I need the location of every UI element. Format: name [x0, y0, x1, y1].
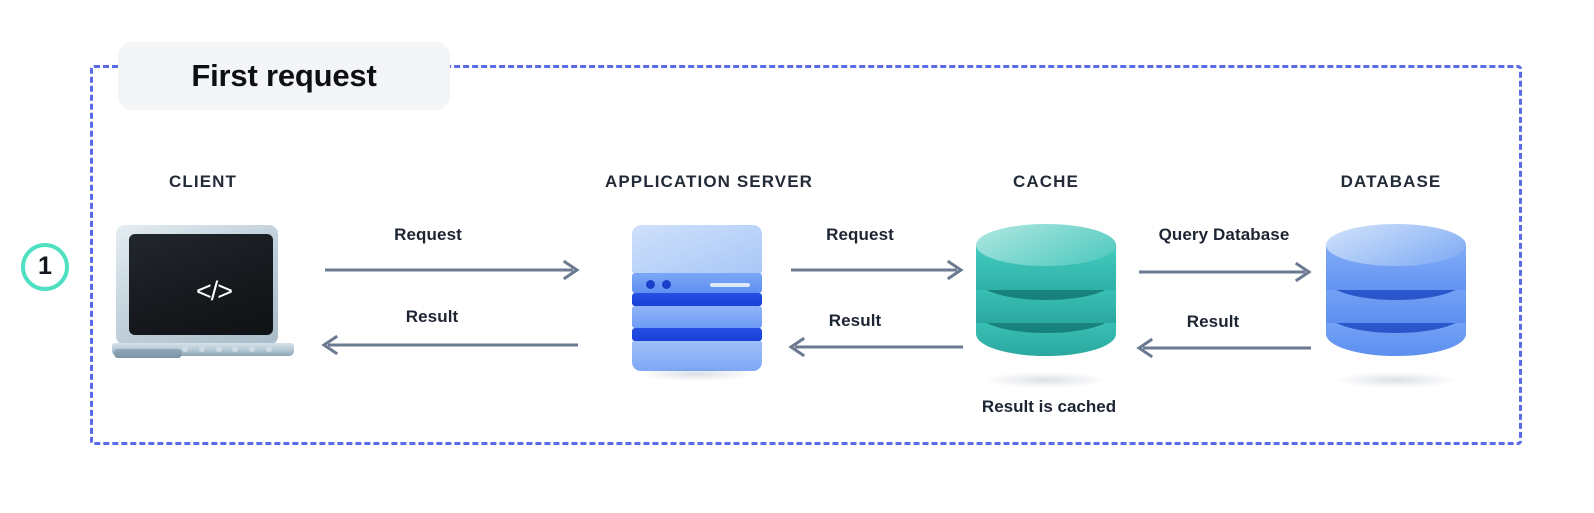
- server-top-panel: [632, 225, 762, 273]
- flow-arrow-server-to-cache: [791, 259, 964, 281]
- server-divider-1: [632, 293, 762, 306]
- cache-disk-1-top: [976, 224, 1116, 266]
- flow-label-server-to-client: Result: [405, 307, 459, 326]
- laptop-screen: </>: [129, 234, 273, 335]
- node-label-cache: CACHE: [1013, 172, 1079, 191]
- node-label-client: CLIENT: [169, 172, 237, 191]
- database-cylinder-icon: [1326, 222, 1466, 388]
- laptop-base-dots: [182, 346, 272, 352]
- flow-label-cache-to-database: Query Database: [1158, 225, 1290, 244]
- flow-arrow-cache-to-database: [1139, 261, 1312, 283]
- phase-container: [90, 65, 1522, 445]
- flow-arrow-database-to-cache: [1136, 337, 1311, 359]
- laptop-lid: </>: [116, 225, 278, 345]
- laptop-code-icon: </>: [112, 225, 294, 360]
- server-slot: [710, 283, 750, 287]
- cache-shadow: [986, 372, 1106, 388]
- flow-label-server-to-cache: Request: [826, 225, 894, 244]
- cache-result-caption: Result is cached: [981, 397, 1117, 416]
- server-stack-icon: [632, 225, 762, 381]
- flow-label-cache-to-server: Result: [828, 311, 882, 330]
- database-shadow: [1336, 372, 1456, 388]
- cache-cylinder-icon: [976, 222, 1116, 388]
- server-led-1: [646, 280, 655, 289]
- flow-arrow-cache-to-server: [788, 336, 963, 358]
- step-number-value: 1: [38, 252, 52, 280]
- server-divider-2: [632, 328, 762, 341]
- server-led-2: [662, 280, 671, 289]
- node-label-server: APPLICATION SERVER: [604, 172, 814, 191]
- server-band-2: [632, 306, 762, 328]
- laptop-foot: [114, 349, 182, 358]
- flow-arrow-client-to-server: [325, 259, 580, 281]
- node-label-database: DATABASE: [1340, 172, 1442, 191]
- flow-label-database-to-cache: Result: [1186, 312, 1240, 331]
- phase-title-pill: First request: [118, 42, 450, 110]
- step-number-badge: 1: [21, 243, 69, 291]
- code-brackets-icon: </>: [195, 275, 233, 306]
- database-disk-1-top: [1326, 224, 1466, 266]
- flow-arrow-server-to-client: [321, 334, 578, 356]
- server-bottom-panel: [632, 341, 762, 371]
- server-shadow: [640, 367, 754, 381]
- flow-label-client-to-server: Request: [394, 225, 462, 244]
- phase-title-text: First request: [191, 58, 377, 93]
